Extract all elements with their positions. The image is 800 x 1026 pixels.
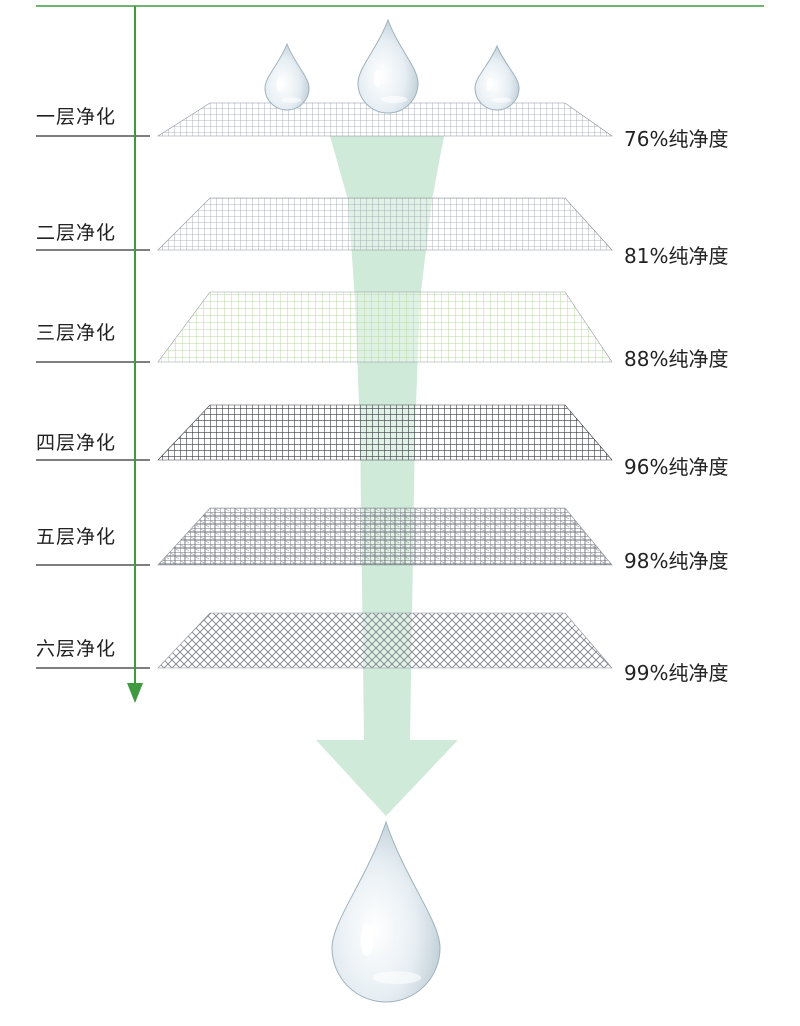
- layer-name-label: 二层净化: [36, 222, 117, 244]
- purity-label: 88%纯净度: [624, 347, 729, 371]
- layer-name-label: 三层净化: [36, 322, 117, 344]
- layer-name-label: 四层净化: [36, 432, 117, 454]
- filter-mesh: [157, 507, 613, 566]
- filter-mesh: [157, 404, 613, 461]
- axis-arrowhead-icon: [127, 683, 143, 703]
- purity-label: 98%纯净度: [624, 549, 729, 573]
- purity-label: 99%纯净度: [624, 661, 729, 685]
- filter-mesh: [157, 612, 613, 669]
- filter-mesh: [156, 102, 613, 137]
- water-drop-icon: [264, 42, 310, 111]
- layer-name-label: 六层净化: [36, 638, 117, 660]
- flow-arrow: [316, 136, 458, 816]
- water-drop-icon: [331, 820, 441, 1003]
- water-drop-icon: [474, 44, 520, 111]
- purity-label: 96%纯净度: [624, 455, 729, 479]
- layer-name-label: 一层净化: [36, 106, 117, 128]
- layer-name-label: 五层净化: [36, 526, 117, 548]
- water-drop-icon: [357, 18, 419, 114]
- filter-mesh: [157, 197, 613, 251]
- purity-label: 81%纯净度: [624, 244, 729, 268]
- purity-label: 76%纯净度: [624, 127, 729, 151]
- filter-mesh: [157, 291, 613, 363]
